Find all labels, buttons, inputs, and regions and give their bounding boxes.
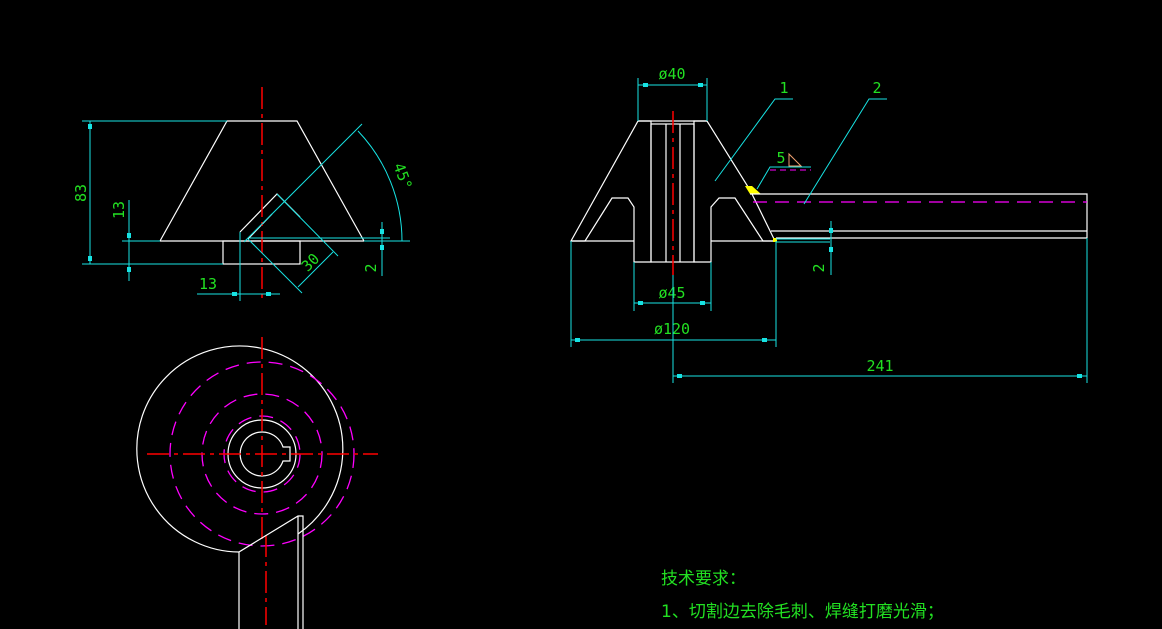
tech-req-item: 1、切割边去除毛刺、焊缝打磨光滑； [661, 602, 944, 622]
dim-241-text: 241 [866, 357, 893, 375]
dim-phi45-text: ø45 [658, 284, 685, 302]
outer-circle [136, 345, 344, 553]
leader-2-label: 2 [872, 79, 881, 97]
dim-phi120-text: ø120 [654, 320, 690, 338]
dim-2-section-text: 2 [810, 263, 828, 272]
dim-phi40-text: ø40 [658, 65, 685, 83]
dim-2-text: 2 [362, 263, 380, 272]
dim-30-text: 30 [298, 250, 324, 276]
weld-bead [745, 186, 761, 194]
section-view: ø40 1 2 5 2 ø45 ø120 241 [569, 65, 1088, 383]
cone-outline [159, 120, 365, 242]
hatched-section-right [693, 120, 776, 263]
weld-size-text: 5 [776, 149, 785, 167]
top-view [136, 337, 378, 629]
leader-1-label: 1 [779, 79, 788, 97]
tech-req-title: 技术要求： [661, 569, 746, 589]
dim-45-text: 45° [390, 160, 416, 192]
dim-83-text: 83 [72, 184, 90, 202]
dim-13-horizontal-text: 13 [199, 275, 217, 293]
leader-2 [803, 98, 887, 205]
front-view: 83 13 13 30 45° 2 [72, 87, 416, 301]
weld-leader [756, 166, 811, 190]
fillet-weld-symbol-icon [788, 152, 803, 167]
cut-slot [239, 193, 301, 233]
leader-1 [714, 98, 793, 182]
dim-13-vertical-text: 13 [110, 201, 128, 219]
keyed-bore [239, 431, 291, 477]
technical-requirements: 技术要求： 1、切割边去除毛刺、焊缝打磨光滑； [661, 569, 944, 622]
pipe-outline [750, 193, 1088, 238]
dim-30-line [297, 251, 334, 288]
dim-45-arc [357, 130, 403, 242]
arm-outline [238, 515, 304, 629]
